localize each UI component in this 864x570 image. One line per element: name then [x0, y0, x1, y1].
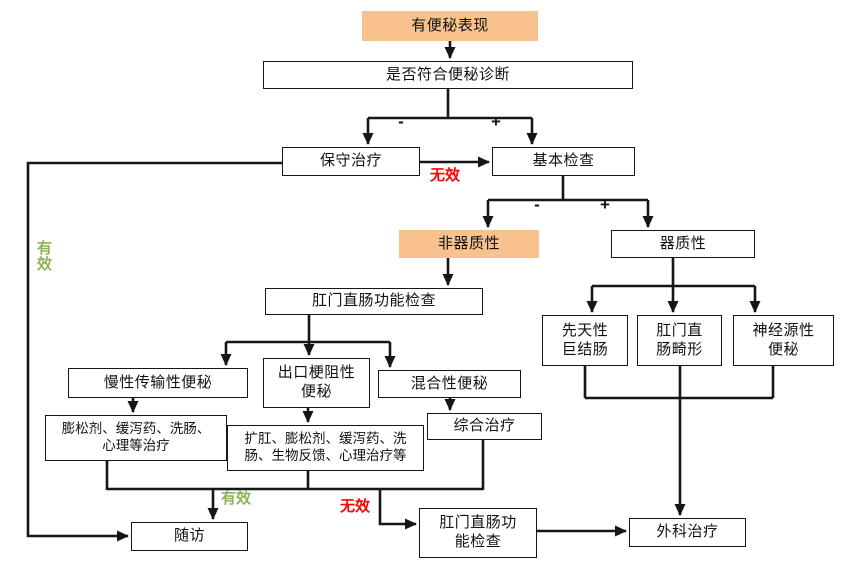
- basic-exam-positive-sign: +: [600, 195, 610, 214]
- diagnosis-positive-sign: +: [491, 112, 501, 131]
- node-surgical-treatment: 外科治疗: [629, 518, 746, 547]
- node-anorectal-malformation: 肛门直 肠畸形: [637, 315, 722, 366]
- node-slow-transit-treatment: 膨松剂、缓泻药、洗肠、 心理等治疗: [45, 415, 227, 461]
- node-anorectal-function-exam: 肛门直肠功能检查: [265, 288, 483, 315]
- node-organic: 器质性: [611, 230, 755, 258]
- effective-label-followup: 有效: [221, 490, 252, 507]
- node-anorectal-function-exam-2: 肛门直肠功 能检查: [419, 508, 537, 558]
- basic-exam-negative-sign: -: [534, 195, 540, 214]
- node-neurogenic-constipation: 神经源性 便秘: [733, 315, 834, 366]
- ineffective-label-conservative: 无效: [430, 167, 461, 184]
- node-outlet-obstruction-treatment: 扩肛、膨松剂、缓泻药、洗 肠、生物反馈、心理治疗等: [227, 425, 424, 471]
- node-basic-examination: 基本检查: [492, 147, 635, 176]
- diagnosis-negative-sign: -: [398, 112, 404, 131]
- node-congenital-megacolon: 先天性 巨结肠: [542, 315, 628, 366]
- node-mixed-constipation: 混合性便秘: [378, 370, 521, 398]
- node-constipation-presentation: 有便秘表现: [362, 11, 538, 41]
- effective-label-loop: 有效: [37, 240, 53, 273]
- node-outlet-obstruction-constipation: 出口梗阻性 便秘: [263, 358, 370, 408]
- node-comprehensive-treatment: 综合治疗: [427, 413, 542, 440]
- node-non-organic: 非器质性: [399, 230, 539, 258]
- node-meets-diagnosis: 是否符合便秘诊断: [263, 61, 633, 89]
- ineffective-label-reexam: 无效: [340, 498, 371, 515]
- node-follow-up: 随访: [131, 522, 248, 551]
- node-slow-transit-constipation: 慢性传输性便秘: [68, 368, 248, 398]
- node-conservative-treatment: 保守治疗: [282, 147, 420, 176]
